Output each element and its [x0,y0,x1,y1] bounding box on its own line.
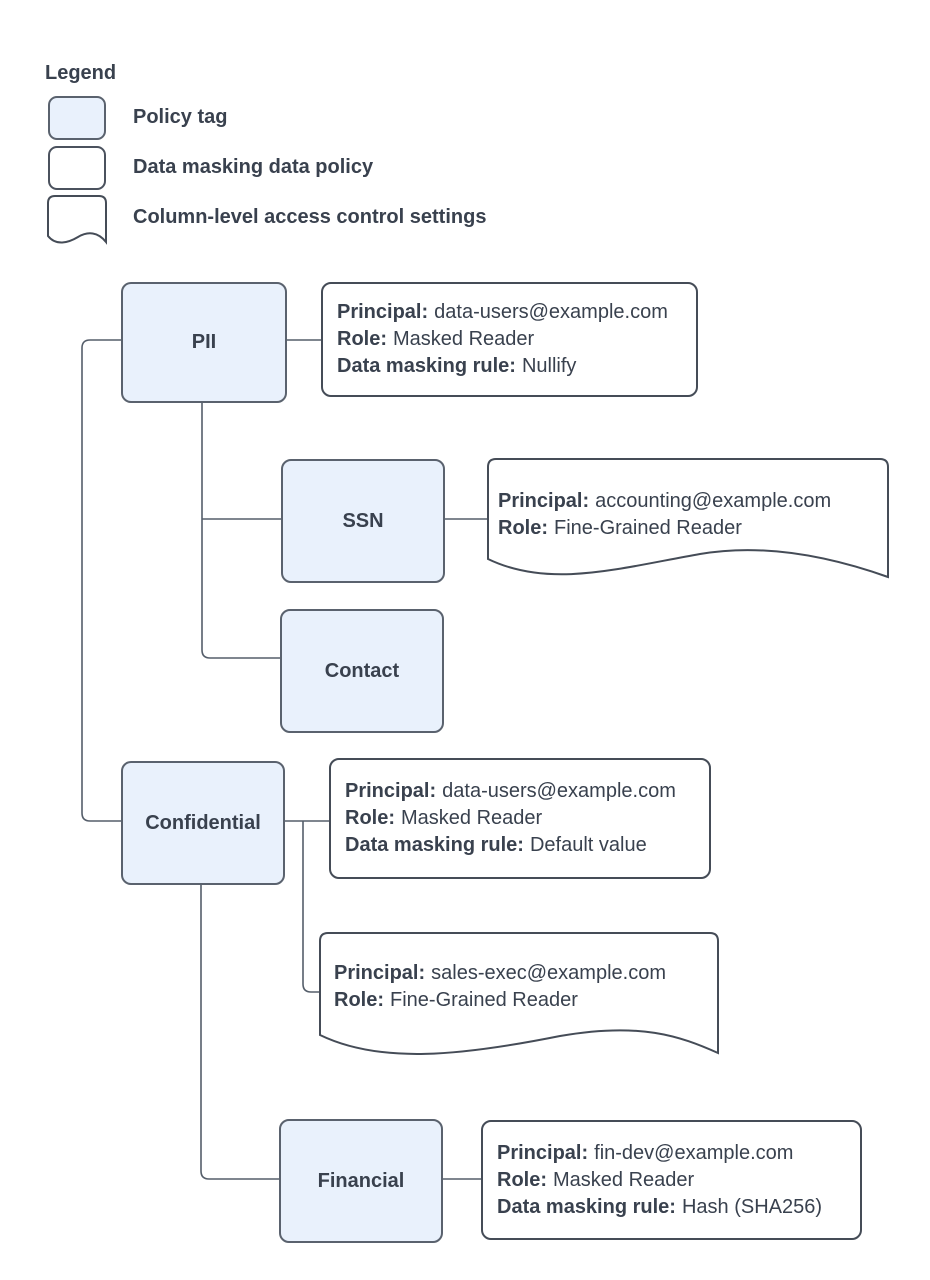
policy-key: Principal: [337,301,429,323]
access-control-shape-sales-exec [319,932,719,1055]
data-policy-confidential: Principal:data-users@example.com Role: Ma… [329,758,711,879]
policy-line: Data masking rule:Default value [345,832,709,859]
policy-key: Role: [498,517,548,539]
access-control-ssn: Principal:accounting@example.com Role: Fi… [498,459,880,571]
policy-value: Masked Reader [401,807,543,829]
policy-key: Data masking rule: [337,355,516,377]
policy-tag-confidential-label: Confidential [145,811,261,834]
policy-line: Principal:accounting@example.com [498,488,880,515]
policy-line: Data masking rule:Nullify [337,353,696,380]
policy-value: Masked Reader [553,1168,695,1191]
legend-label-policy-tag: Policy tag [133,106,228,128]
data-policy-pii: Principal:data-users@example.com Role: Ma… [321,282,698,397]
policy-key: Role: [497,1168,547,1191]
policy-value: data-users@example.com [442,780,676,802]
policy-tag-contact-label: Contact [324,659,400,682]
policy-value: Default value [529,834,647,856]
policy-value: data-users@example.com [434,301,668,323]
policy-tag-pii: PII [121,282,287,403]
policy-line: Principal:fin-dev@example.com [497,1140,860,1167]
policy-tag-financial: Financial [279,1119,443,1243]
legend-label-data-policy: Data masking data policy [133,156,374,178]
policy-line: Role: Masked Reader [497,1167,860,1194]
policy-line: Role: Fine-Grained Reader [498,515,880,542]
policy-tag-ssn: SSN [281,459,445,583]
access-control-sales-exec: Principal:sales-exec@example.com Role: Fi… [334,933,710,1041]
policy-key: Role: [334,989,384,1011]
policy-tag-pii-label: PII [191,331,217,353]
policy-tag-ssn-label: SSN [342,509,384,532]
policy-key: Data masking rule: [345,834,524,856]
connector-confidential-financial [200,881,279,1180]
policy-line: Role: Fine-Grained Reader [334,987,710,1014]
policy-value: fin-dev@example.com [594,1141,794,1164]
policy-key: Role: [337,328,387,350]
legend-policy-tag-swatch [48,96,106,140]
policy-line: Role: Masked Reader [345,805,709,832]
policy-key: Principal: [497,1141,589,1164]
legend-data-policy-swatch [48,146,106,190]
connector-pii-children-trunk [201,399,280,659]
connector-root-bracket [81,339,121,822]
policy-key: Principal: [334,962,426,984]
policy-tag-financial-label: Financial [317,1169,405,1192]
connector-confidential-access-control [302,821,320,993]
policy-tag-confidential: Confidential [121,761,285,885]
policy-value: Fine-Grained Reader [390,989,578,1011]
policy-tag-contact: Contact [280,609,444,733]
policy-key: Data masking rule: [497,1195,676,1218]
policy-key: Role: [345,807,395,829]
legend-label-access-control: Column-level access control settings [133,206,487,228]
policy-line: Data masking rule:Hash (SHA256) [497,1194,860,1221]
policy-value: Hash (SHA256) [681,1195,823,1218]
policy-line: Role: Masked Reader [337,326,696,353]
policy-line: Principal:sales-exec@example.com [334,960,710,987]
policy-value: Nullify [521,355,577,377]
policy-line: Principal:data-users@example.com [345,778,709,805]
policy-value: Fine-Grained Reader [554,517,742,539]
policy-value: accounting@example.com [595,490,832,512]
policy-value: sales-exec@example.com [431,962,666,984]
policy-value: Masked Reader [393,328,535,350]
policy-line: Principal:data-users@example.com [337,299,696,326]
legend-access-control-swatch [47,195,107,245]
policy-key: Principal: [498,490,590,512]
access-control-shape-ssn [487,458,889,579]
data-policy-financial: Principal:fin-dev@example.com Role: Maske… [481,1120,862,1240]
legend-title: Legend [45,62,117,84]
policy-key: Principal: [345,780,437,802]
